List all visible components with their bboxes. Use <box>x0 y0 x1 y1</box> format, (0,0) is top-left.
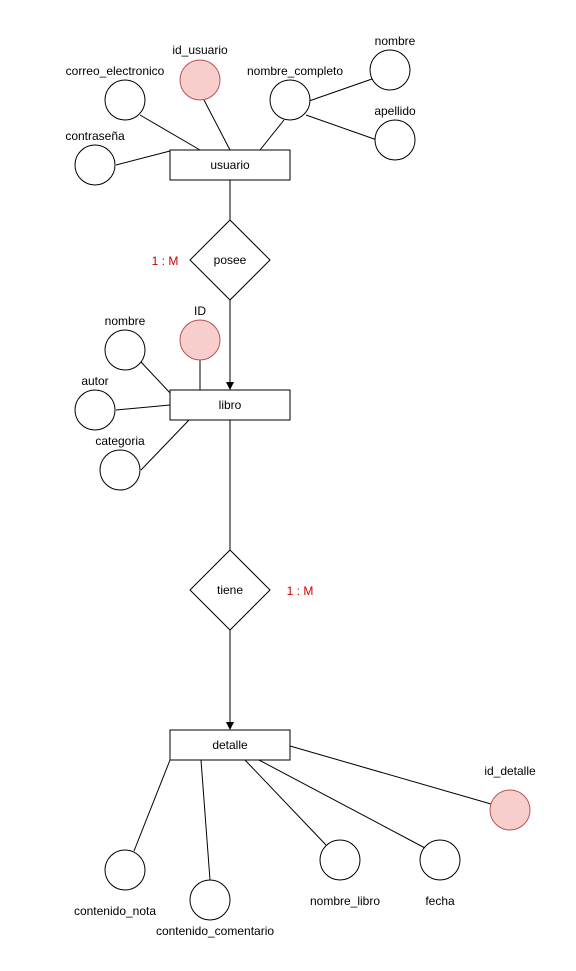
edge-usuario-id <box>203 99 231 151</box>
edge-completo-apellido <box>305 114 378 141</box>
edge-usuario-nombre-completo <box>259 119 285 151</box>
relationship-posee-diamond[interactable] <box>189 219 271 301</box>
attr-autor-label: autor <box>81 374 108 388</box>
attr-id-detalle-label: id_detalle <box>484 764 536 778</box>
edge-libro-nombre <box>140 361 173 396</box>
attr-contenido-nota-circle[interactable] <box>104 849 146 891</box>
entity-libro-label: libro <box>219 398 242 412</box>
edge-libro-categoria <box>140 419 190 471</box>
entity-detalle-label: detalle <box>212 738 248 752</box>
edge-detalle-id <box>289 745 492 805</box>
attr-id-usuario-circle[interactable] <box>179 59 221 101</box>
attr-autor-circle[interactable] <box>74 389 116 431</box>
edge-completo-nombre <box>308 78 373 102</box>
attr-id-usuario-label: id_usuario <box>172 43 228 57</box>
relationship-tiene-diamond[interactable] <box>189 549 271 631</box>
cardinality-tiene: 1 : M <box>287 584 314 598</box>
attr-nombre-libro-circle[interactable] <box>319 839 361 881</box>
attr-categoria-label: categoria <box>95 434 145 448</box>
attr-id-detalle-circle[interactable] <box>489 789 531 831</box>
attr-correo-label: correo_electronico <box>66 64 165 78</box>
attr-contenido-comentario-label: contenido_comentario <box>156 924 274 938</box>
attr-contenido-comentario-circle[interactable] <box>189 879 231 921</box>
attr-apellido-label: apellido <box>374 104 416 118</box>
entity-usuario-label: usuario <box>210 158 250 172</box>
attr-nombre-label: nombre <box>375 34 416 48</box>
edge-libro-autor <box>115 404 171 411</box>
entity-usuario-box[interactable] <box>169 149 291 181</box>
attr-categoria-circle[interactable] <box>99 449 141 491</box>
attr-fecha-circle[interactable] <box>419 839 461 881</box>
entity-libro-box[interactable] <box>169 389 291 421</box>
attr-nombre-completo-circle[interactable] <box>269 79 311 121</box>
entity-detalle-box[interactable] <box>169 729 291 761</box>
attr-apellido-circle[interactable] <box>374 119 416 161</box>
attr-correo-circle[interactable] <box>104 79 146 121</box>
edge-detalle-nota <box>133 759 171 852</box>
edge-detalle-fecha <box>258 759 426 849</box>
edge-usuario-contrasena <box>115 150 171 166</box>
attr-contenido-nota-label: contenido_nota <box>74 904 156 918</box>
edge-usuario-correo <box>139 114 201 151</box>
attr-nombre-completo-label: nombre_completo <box>247 64 343 78</box>
attr-libro-nombre-circle[interactable] <box>104 329 146 371</box>
attr-libro-id-label: ID <box>194 304 206 318</box>
attr-fecha-label: fecha <box>425 894 455 908</box>
attr-contrasena-circle[interactable] <box>74 144 116 186</box>
relationship-tiene-label: tiene <box>217 583 243 597</box>
relationship-posee-label: posee <box>214 253 247 267</box>
attr-nombre-circle[interactable] <box>369 49 411 91</box>
cardinality-posee: 1 : M <box>152 254 179 268</box>
attr-libro-id-circle[interactable] <box>179 319 221 361</box>
attr-nombre-libro-label: nombre_libro <box>310 894 380 908</box>
attr-libro-nombre-label: nombre <box>105 314 146 328</box>
edge-detalle-comentario <box>200 759 211 881</box>
attr-contrasena-label: contraseña <box>65 129 125 143</box>
edge-detalle-nombre-libro <box>244 759 327 846</box>
